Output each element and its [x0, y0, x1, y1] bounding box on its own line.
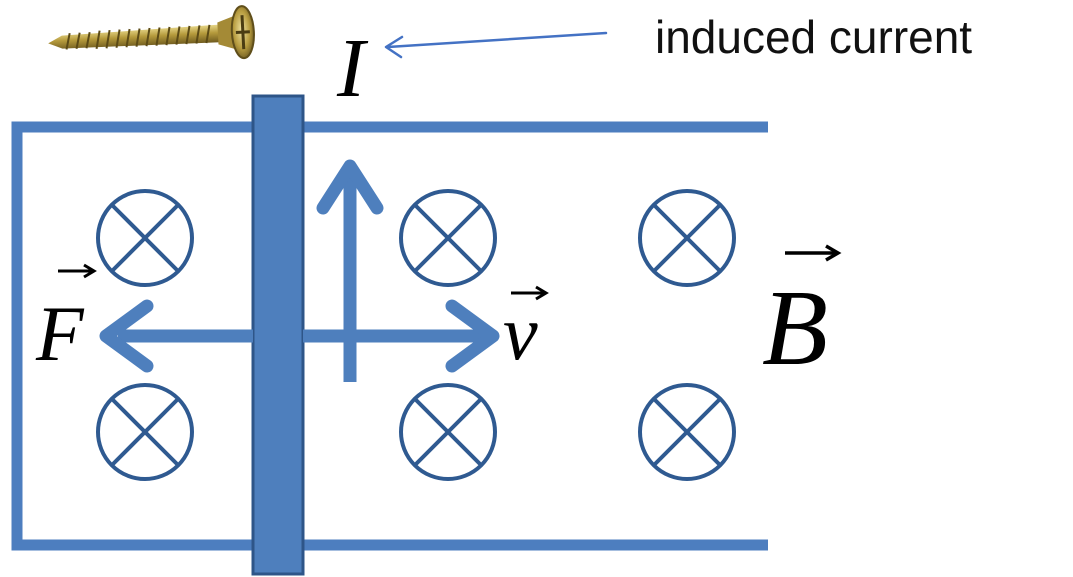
- field-label: B: [762, 244, 842, 388]
- force-arrow: [99, 299, 253, 373]
- velocity-label-text: v: [503, 289, 538, 376]
- vector-arrow-icon: [785, 244, 842, 262]
- field-into-page-icon: [96, 189, 194, 287]
- field-into-page-icon: [638, 383, 736, 481]
- field-into-page-icon: [399, 189, 497, 287]
- velocity-label: v: [503, 285, 549, 376]
- pointer-arrow: [384, 31, 608, 59]
- velocity-arrow: [303, 299, 500, 373]
- vector-arrow-icon: [511, 285, 549, 301]
- force-label-text: F: [35, 290, 85, 377]
- sliding-rod: [251, 94, 305, 576]
- field-into-page-icon: [638, 189, 736, 287]
- current-label: I: [336, 22, 369, 115]
- conductor-rails: [11, 121, 768, 551]
- screw-icon: [48, 5, 255, 60]
- current-arrow: [316, 159, 384, 382]
- field-label-text: B: [762, 269, 828, 388]
- field-into-page-icon: [96, 383, 194, 481]
- force-label: F: [35, 263, 97, 377]
- caption-induced-current: induced current: [655, 11, 972, 63]
- field-markers: [96, 189, 736, 481]
- field-into-page-icon: [399, 383, 497, 481]
- vector-arrow-icon: [58, 263, 97, 279]
